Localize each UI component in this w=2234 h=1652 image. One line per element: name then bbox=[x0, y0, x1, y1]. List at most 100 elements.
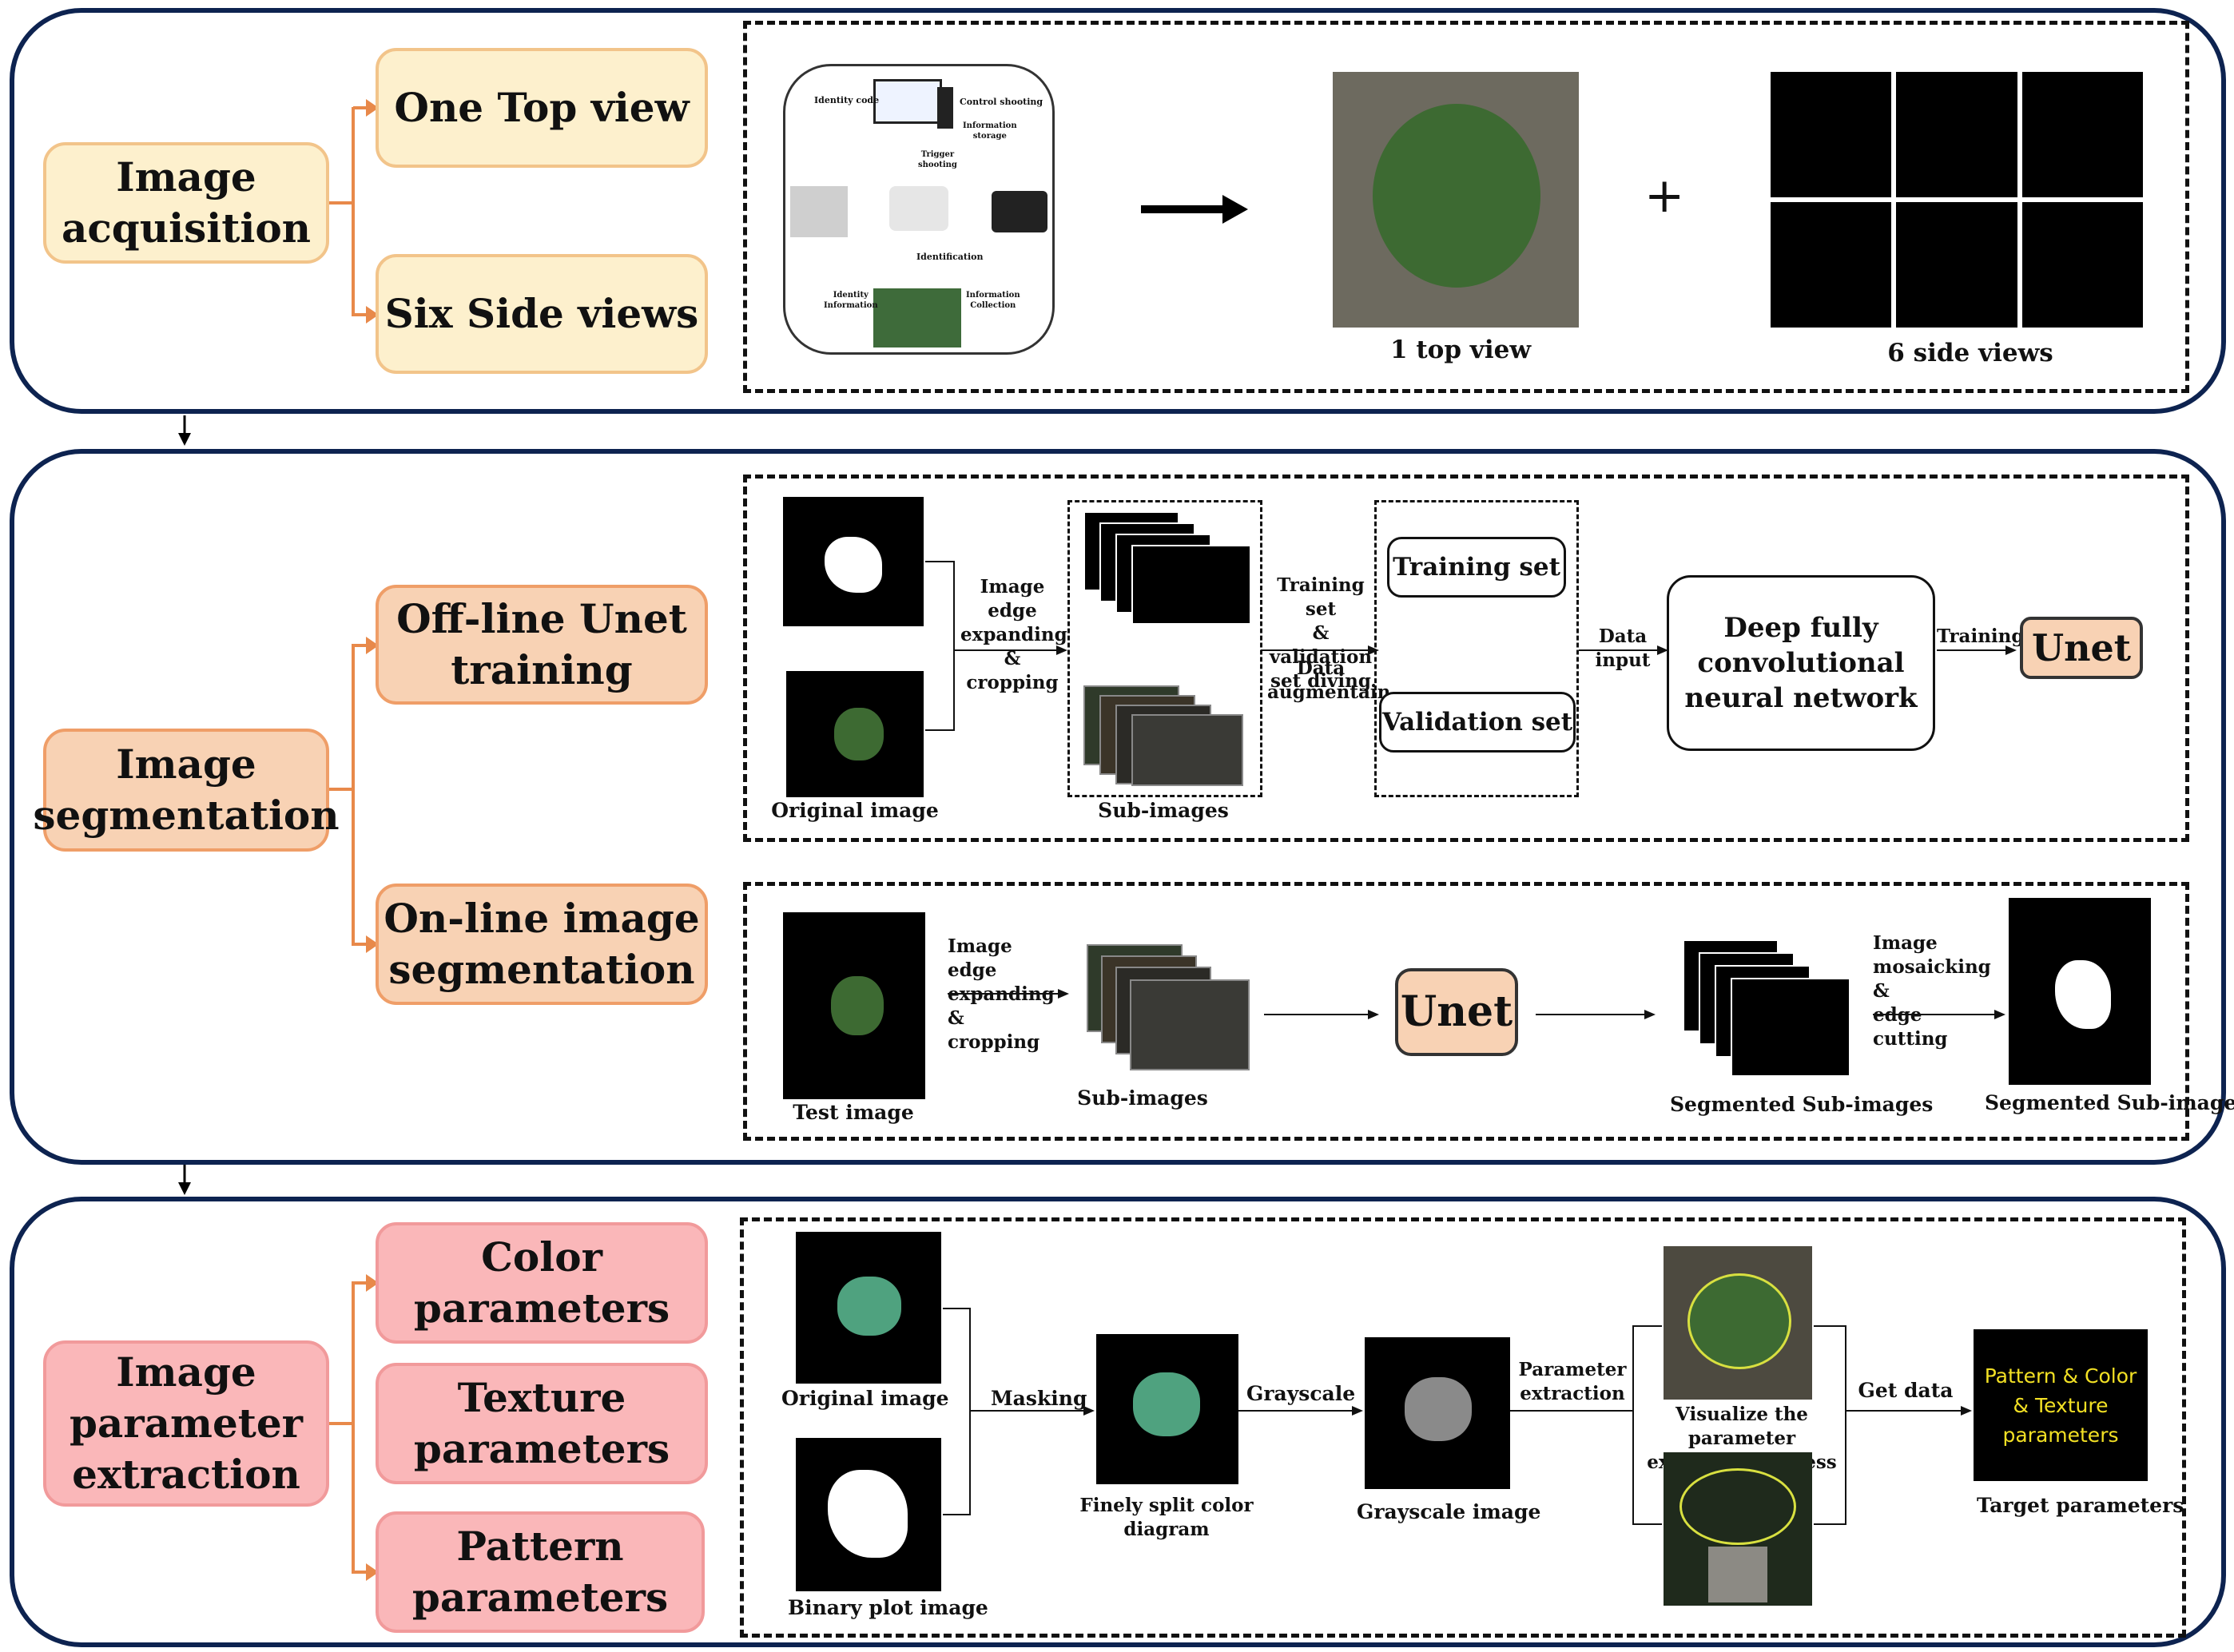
visualize-top-image bbox=[1664, 1246, 1812, 1400]
data-input-label: Data input bbox=[1595, 625, 1651, 671]
identification-label: Identification bbox=[916, 252, 984, 262]
online-step1-label: Image edge expanding & cropping bbox=[948, 935, 1055, 1053]
ext-original-image bbox=[796, 1232, 941, 1384]
original-image bbox=[786, 671, 924, 797]
trigger-shooting-label: Trigger shooting bbox=[918, 150, 957, 169]
seg-arrows bbox=[353, 637, 379, 953]
pc-tower bbox=[937, 87, 953, 129]
target-parameters-text: Pattern & Color & Texture parameters bbox=[1984, 1364, 2137, 1447]
ext-original-caption: Original image bbox=[781, 1387, 949, 1410]
information-storage-label: Information storage bbox=[963, 121, 1017, 141]
parameter-extraction-label: Parameter extraction bbox=[1518, 1359, 1627, 1404]
plus-sign: + bbox=[1644, 168, 1685, 224]
top-view-photo bbox=[1333, 72, 1579, 328]
test-image-caption: Test image bbox=[793, 1101, 914, 1124]
offline-unet-box: Unet bbox=[2020, 617, 2143, 679]
acq-arrows bbox=[353, 99, 379, 324]
online-flow-lines bbox=[948, 989, 2005, 1019]
finely-split-image bbox=[1096, 1334, 1238, 1484]
stage-arrows bbox=[178, 415, 191, 1195]
online-image-segmentation-box: On-line image segmentation bbox=[376, 884, 708, 1005]
offline-step2-label: Training set & validation set diving bbox=[1269, 574, 1373, 692]
training-set-box: Training set bbox=[1387, 537, 1566, 598]
dfcn-box: Deep fully convolutional neural network bbox=[1667, 575, 1935, 751]
online-subimages-caption: Sub-images bbox=[1077, 1086, 1208, 1110]
subimages-dashed-group bbox=[1067, 500, 1262, 797]
computer-icon bbox=[873, 79, 942, 124]
sub-image-photo bbox=[1131, 714, 1243, 786]
training-label: Training bbox=[1937, 625, 2025, 647]
sub-image-mask bbox=[1131, 545, 1251, 625]
extraction-flow-lines bbox=[943, 1308, 1972, 1525]
extraction-dashed-region bbox=[740, 1217, 2186, 1638]
visualize-side-image bbox=[1664, 1452, 1812, 1606]
plant bbox=[1405, 1377, 1472, 1441]
acquisition-system-diagram: Identity code Control shooting Informati… bbox=[783, 64, 1055, 355]
offline-subimages-caption: Sub-images bbox=[1098, 799, 1229, 822]
segmentation-stage-box: Image segmentation bbox=[33, 729, 340, 852]
online-dashed-region bbox=[743, 882, 2189, 1141]
plant-outline bbox=[1679, 1468, 1796, 1545]
side-view-photo bbox=[1771, 202, 1892, 328]
masking-label: Masking bbox=[991, 1387, 1087, 1410]
offline-step2b-label: Data augmentain bbox=[1267, 657, 1391, 703]
one-top-view-box: One Top view bbox=[376, 48, 708, 168]
side-view-photo bbox=[1771, 72, 1892, 197]
side-views-caption: 6 side views bbox=[1887, 339, 2053, 367]
identity-information-label: Identity Information bbox=[824, 291, 878, 310]
side-view-photo bbox=[1896, 72, 2017, 197]
side-view-photo bbox=[2021, 72, 2143, 197]
ext-connector-v bbox=[352, 1281, 355, 1574]
seg-connector bbox=[329, 788, 353, 791]
trigger-device bbox=[889, 186, 948, 231]
segmented-sub-image bbox=[1731, 978, 1850, 1077]
offline-dashed-region bbox=[743, 475, 2189, 842]
dataset-dashed-group bbox=[1374, 500, 1579, 797]
segmented-result-image bbox=[2009, 898, 2151, 1085]
mask-image bbox=[783, 497, 924, 626]
offline-flow-lines bbox=[925, 561, 2017, 731]
acq-connector bbox=[329, 201, 353, 205]
grayscale-image bbox=[1365, 1337, 1510, 1489]
texture-parameters-box: Texture parameters bbox=[376, 1363, 708, 1484]
ext-connector bbox=[329, 1422, 353, 1425]
camera-icon bbox=[992, 191, 1047, 232]
grayscale-label: Grayscale bbox=[1246, 1382, 1356, 1405]
six-side-views-box: Six Side views bbox=[376, 254, 708, 374]
binary-plot-caption: Binary plot image bbox=[788, 1596, 988, 1619]
plant-outline bbox=[1687, 1273, 1791, 1369]
segmented-result-caption: Segmented Sub-images bbox=[1985, 1091, 2234, 1114]
ext-arrows bbox=[353, 1274, 379, 1581]
offline-step1-label: Image edge expanding & cropping bbox=[960, 576, 1067, 693]
plant bbox=[837, 1277, 901, 1336]
side-view-photo bbox=[2021, 202, 2143, 328]
extraction-stage-box: Image parameter extraction bbox=[43, 1340, 329, 1507]
acq-big-arrow bbox=[1141, 195, 1248, 224]
side-view-photo bbox=[1896, 202, 2017, 328]
binary-plot-image bbox=[796, 1438, 941, 1591]
plant-pots-photo bbox=[873, 288, 961, 347]
top-view-caption: 1 top view bbox=[1389, 336, 1532, 364]
plant bbox=[834, 708, 884, 760]
offline-unet-training-box: Off-line Unet training bbox=[376, 585, 708, 705]
side-views-grid bbox=[1771, 72, 2143, 328]
mask-shape bbox=[825, 537, 882, 593]
online-sub-image bbox=[1130, 979, 1250, 1070]
pattern-parameters-box: Pattern parameters bbox=[376, 1511, 705, 1633]
acq-connector-v bbox=[352, 107, 355, 316]
scanner-icon bbox=[790, 186, 848, 237]
acquisition-dashed-region bbox=[743, 21, 2189, 393]
identity-code-label: Identity code bbox=[814, 95, 880, 105]
mask-shape bbox=[828, 1470, 908, 1558]
information-collection-label: Information Collection bbox=[966, 291, 1020, 310]
test-image bbox=[783, 912, 925, 1099]
original-image-caption: Original image bbox=[771, 799, 939, 822]
mask-shape bbox=[2055, 960, 2111, 1029]
control-shooting-label: Control shooting bbox=[960, 97, 1043, 107]
target-parameters-box: Pattern & Color & Texture parameters bbox=[1974, 1329, 2148, 1481]
target-parameters-caption: Target parameters bbox=[1977, 1494, 2184, 1517]
color-parameters-box: Color parameters bbox=[376, 1222, 708, 1344]
pot bbox=[1708, 1547, 1767, 1602]
grayscale-image-caption: Grayscale image bbox=[1357, 1500, 1541, 1523]
finely-split-caption: Finely split color diagram bbox=[1079, 1495, 1254, 1540]
